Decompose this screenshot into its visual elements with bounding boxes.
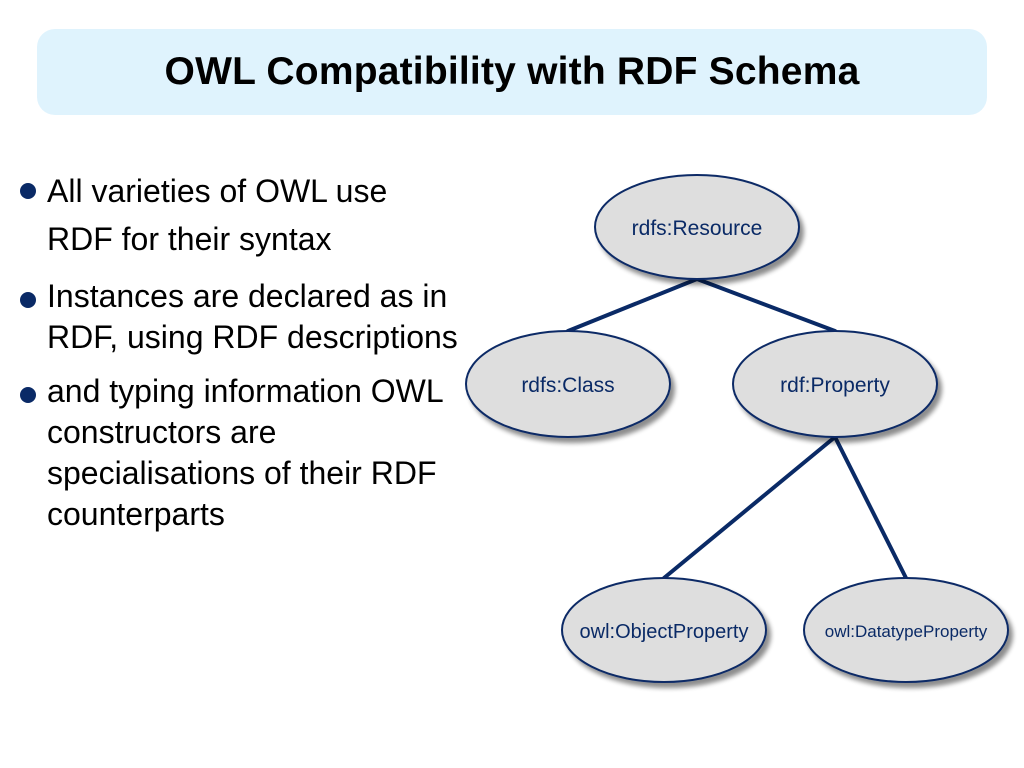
node-owl-datatypeproperty: owl:DatatypeProperty [803, 577, 1009, 683]
node-owl-objectproperty: owl:ObjectProperty [561, 577, 767, 683]
node-rdfs-class: rdfs:Class [465, 330, 671, 438]
edge-resource-class [566, 277, 699, 333]
node-rdfs-resource: rdfs:Resource [594, 174, 800, 280]
title-banner: OWL Compatibility with RDF Schema [37, 29, 987, 115]
bullet-item: Instances are declared as in RDF, using … [18, 276, 458, 358]
bullet-dot-icon [20, 292, 36, 308]
edges [566, 277, 908, 580]
bullet-item: All varieties of OWL use RDF for their s… [18, 167, 458, 263]
edge-resource-property [695, 277, 837, 333]
bullet-dot-icon [20, 387, 36, 403]
edge-property-datatypeproperty [833, 435, 908, 580]
node-label: rdf:Property [780, 374, 890, 397]
slide-title: OWL Compatibility with RDF Schema [164, 50, 860, 93]
bullet-list: All varieties of OWL use RDF for their s… [18, 167, 458, 548]
node-label: owl:DatatypeProperty [825, 622, 988, 641]
bullet-dot-icon [20, 183, 36, 199]
bullet-text: All varieties of OWL use RDF for their s… [47, 173, 388, 257]
node-rdf-property: rdf:Property [732, 330, 938, 438]
bullet-text: and typing information OWL constructors … [47, 373, 443, 532]
edge-property-objectproperty [662, 435, 837, 580]
node-label: owl:ObjectProperty [580, 621, 749, 643]
node-label: rdfs:Resource [632, 217, 763, 240]
bullet-text: Instances are declared as in RDF, using … [47, 278, 458, 355]
bullet-item: and typing information OWL constructors … [18, 371, 458, 535]
node-label: rdfs:Class [521, 374, 614, 397]
